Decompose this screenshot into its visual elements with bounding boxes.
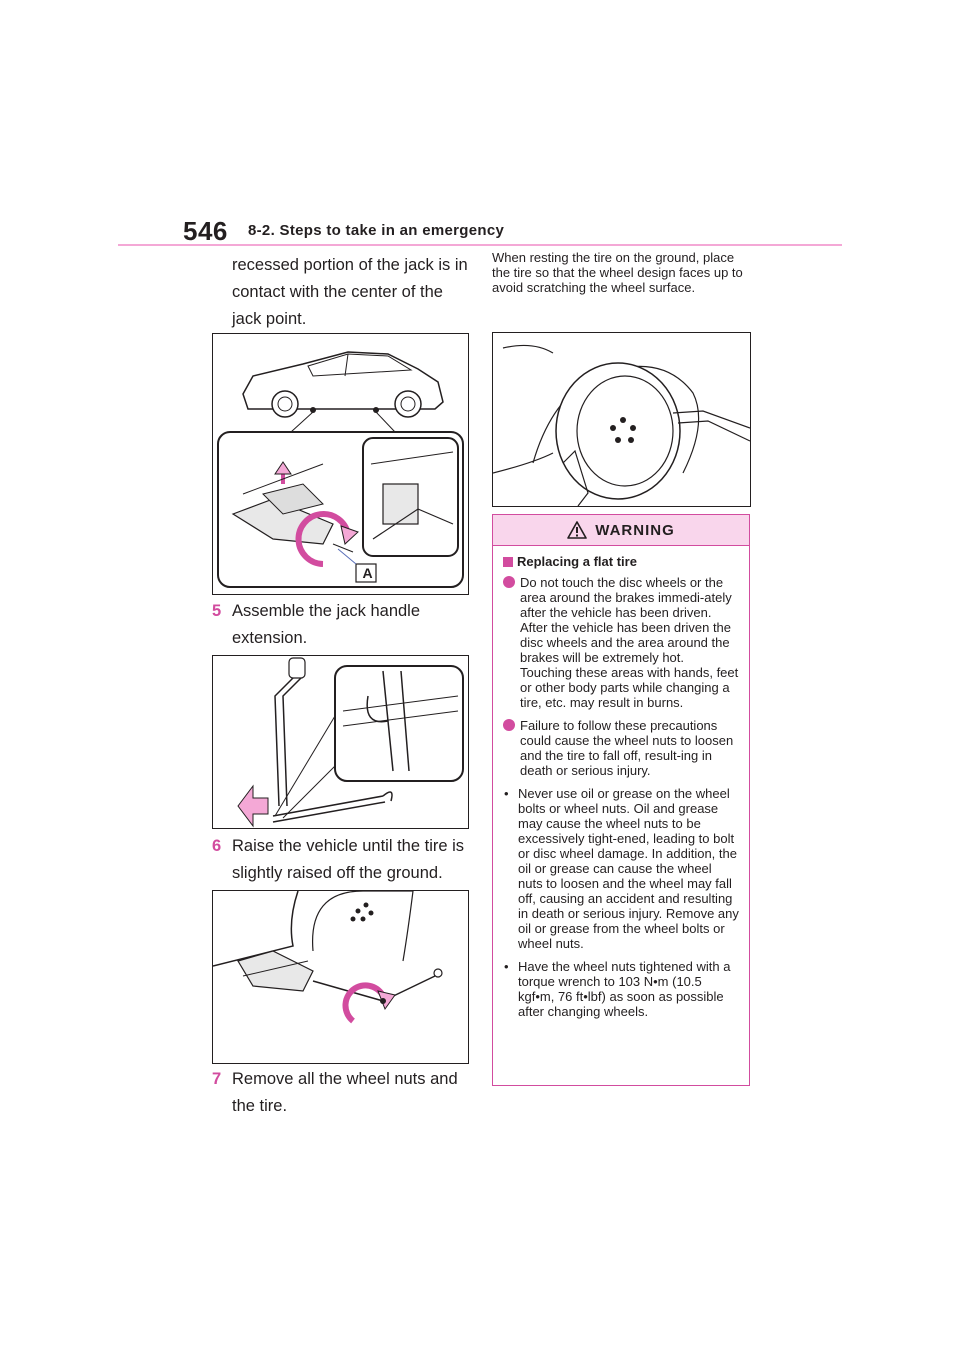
raise-vehicle-illustration — [213, 891, 443, 1024]
step-7-number: 7 — [212, 1070, 222, 1088]
bullet-marker: • — [504, 959, 509, 974]
warning-dot-item-1: Do not touch the disc wheels or the area… — [503, 575, 739, 710]
warning-dot-text-2: Failure to follow these precautions coul… — [520, 718, 734, 778]
warning-box: WARNING Replacing a flat tire Do not tou… — [492, 514, 750, 1086]
circle-bullet-icon — [503, 719, 515, 731]
jack-point-illustration — [217, 351, 464, 588]
jack-point-figure: A — [212, 333, 469, 595]
step-5: 5 Assemble the jack handle extension. — [212, 598, 474, 652]
step-5-text: Assemble the jack handle extension. — [232, 602, 421, 647]
step-7-text: Remove all the wheel nuts and the tire. — [232, 1070, 458, 1115]
warning-header: WARNING — [493, 515, 749, 546]
warning-subtitle-row: Replacing a flat tire — [503, 554, 739, 569]
warning-bullet-item-2: • Have the wheel nuts tightened with a t… — [503, 959, 739, 1019]
tire-resting-note: When resting the tire on the ground, pla… — [492, 250, 743, 295]
step-6: 6 Raise the vehicle until the tire is sl… — [212, 833, 474, 887]
page-number: 546 — [183, 216, 228, 246]
warning-subtitle: Replacing a flat tire — [517, 554, 637, 569]
square-bullet-icon — [503, 556, 513, 567]
continuation-text: recessed portion of the jack is in conta… — [212, 252, 474, 333]
bullet-marker: • — [504, 786, 509, 801]
tire-resting-figure — [492, 332, 751, 507]
warning-title: WARNING — [595, 521, 675, 539]
tire-resting-illustration — [493, 344, 750, 506]
header-rule — [118, 244, 842, 246]
step-6-text: Raise the vehicle until the tire is slig… — [232, 837, 465, 882]
section-title: 8-2. Steps to take in an emergency — [248, 222, 505, 239]
warning-bullet-text-2: Have the wheel nuts tightened with a tor… — [518, 959, 731, 1019]
warning-dot-text-1: Do not touch the disc wheels or the area… — [520, 575, 739, 710]
handle-extension-figure — [212, 655, 469, 829]
figure-label-a: A — [362, 565, 373, 581]
continuation-paragraph: recessed portion of the jack is in conta… — [232, 256, 468, 328]
handle-extension-illustration — [237, 657, 464, 828]
warning-bullet-item-1: • Never use oil or grease on the wheel b… — [503, 786, 739, 951]
circle-bullet-icon — [503, 576, 515, 588]
warning-dot-item-2: Failure to follow these precautions coul… — [503, 718, 739, 778]
step-7: 7 Remove all the wheel nuts and the tire… — [212, 1066, 474, 1120]
step-6-number: 6 — [212, 837, 222, 855]
warning-triangle-icon — [567, 521, 588, 539]
warning-bullet-text-1: Never use oil or grease on the wheel bol… — [518, 786, 739, 951]
warning-body: Replacing a flat tire Do not touch the d… — [493, 546, 749, 1019]
step-5-number: 5 — [212, 602, 222, 620]
raise-vehicle-figure — [212, 890, 469, 1064]
